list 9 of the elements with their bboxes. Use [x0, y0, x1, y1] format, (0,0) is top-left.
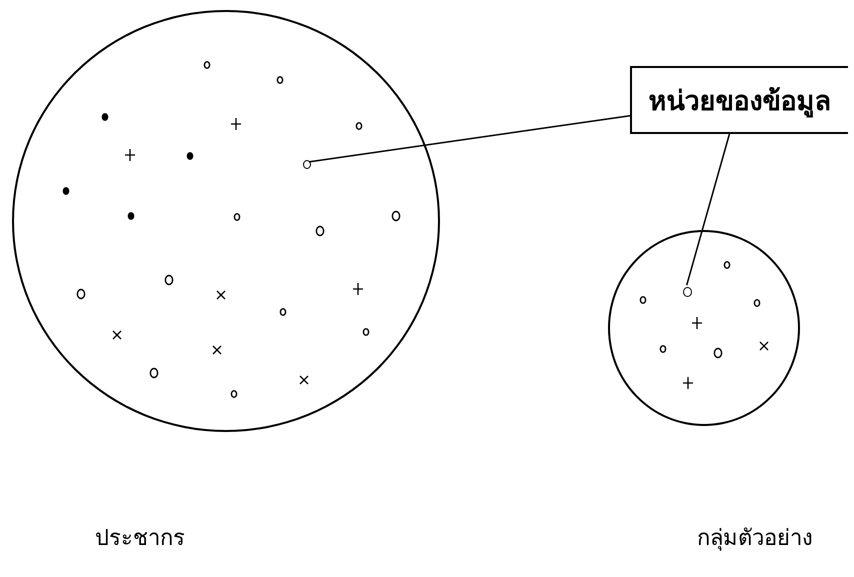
label-box: หน่วยของข้อมูล: [630, 66, 848, 134]
circle-caption: ประชากร: [95, 525, 185, 553]
leader-line: [686, 134, 730, 286]
leader-line: [308, 114, 630, 163]
population-circle: [12, 10, 440, 432]
data-point-mark: [303, 160, 311, 169]
data-point-mark: [683, 287, 692, 297]
circle-caption: กลุ่มตัวอย่าง: [697, 525, 813, 553]
sample-circle: [608, 230, 800, 426]
